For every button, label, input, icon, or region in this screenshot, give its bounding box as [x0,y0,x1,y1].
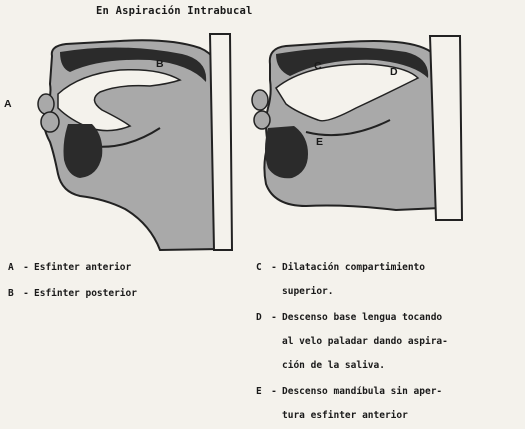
figure-anterior-posterior-sphincters [10,24,240,252]
legend-key: A [8,256,18,280]
legend-key: D [256,306,266,330]
figure-label-b: B [156,58,164,70]
legend-text: Esfinter anterior [34,262,131,273]
figure-intraoral-aspiration [246,24,470,252]
legend-item-d: D-Descenso base lengua tocando al velo p… [256,306,448,378]
legend-key: E [256,380,266,404]
figure-label-d: D [390,66,398,78]
legend-key: C [256,256,266,280]
jaw-mass [265,126,308,178]
legend-text: Dilatación compartimiento [282,262,425,273]
upper-lip [38,94,54,114]
legend-text: Descenso mandíbula sin aper- [282,386,442,397]
legend-text-cont: superior. [256,280,425,304]
legend-text: Esfinter posterior [34,288,137,299]
spine-edge [210,34,232,250]
legend-item-c: C-Dilatación compartimiento superior. [256,256,425,304]
spine-edge [430,36,462,220]
figure-label-a: A [4,98,12,110]
figure-label-e: E [316,136,323,148]
legend-text: Descenso base lengua tocando [282,312,442,323]
legend-item-e: E-Descenso mandíbula sin aper- tura esfi… [256,380,442,428]
legend-text-cont: tura esfinter anterior [256,404,442,428]
upper-lip [252,90,268,110]
lower-lip [41,112,59,132]
legend-key: B [8,282,18,306]
legend-text-cont: al velo paladar dando aspira- [256,330,448,354]
figure-label-c: C [314,60,322,72]
legend-item-b: B-Esfinter posterior [8,282,137,306]
legend-item-a: A-Esfinter anterior [8,256,131,280]
diagram-title: En Aspiración Intrabucal [96,5,253,17]
lower-lip [254,111,270,129]
legend-text-cont: ción de la saliva. [256,354,448,378]
